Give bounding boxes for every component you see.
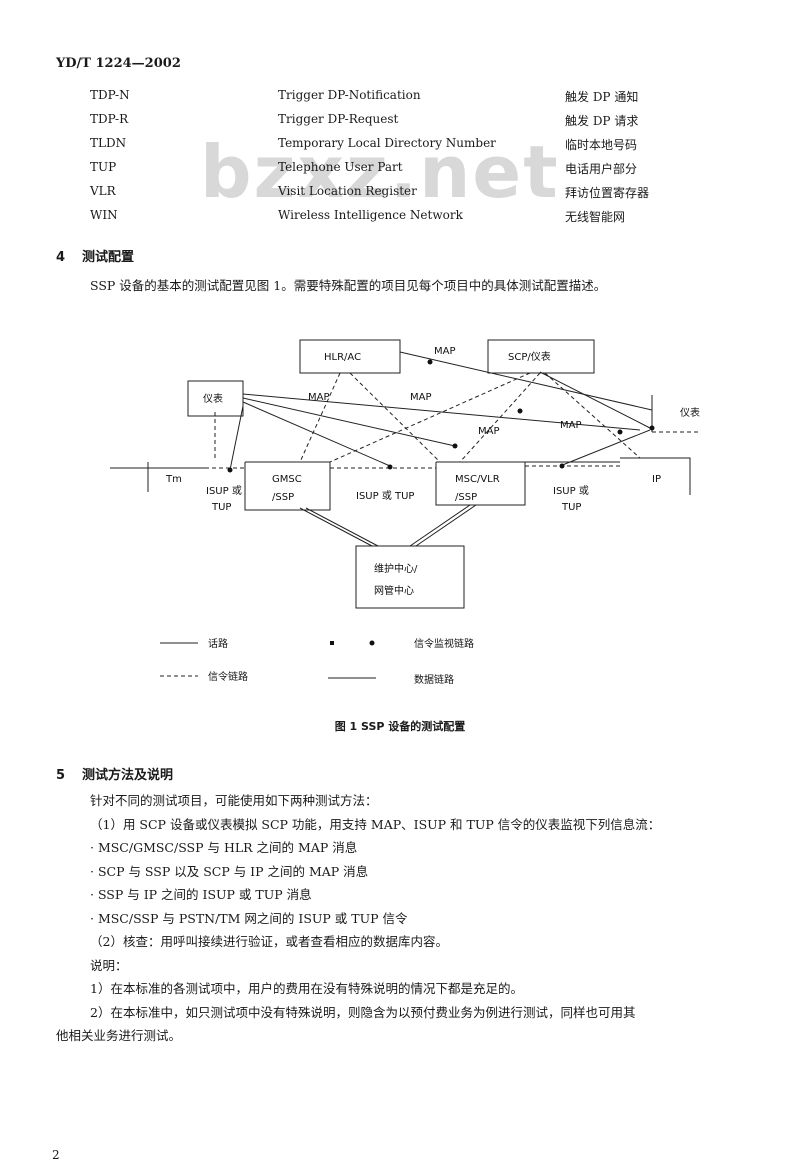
abbr-english: Telephone User Part xyxy=(278,160,403,174)
body-line: · MSC/SSP 与 PSTN/TM 网之间的 ISUP 或 TUP 信令 xyxy=(90,910,408,926)
legend-data-label: 数据链路 xyxy=(414,673,454,686)
body-line: 1）在本标准的各测试项中，用户的费用在没有特殊说明的情况下都是充足的。 xyxy=(90,981,523,996)
abbr-english: Trigger DP-Request xyxy=(278,112,399,126)
scp-label: SCP/仪表 xyxy=(508,350,551,363)
legend-signal-link-label: 信令链路 xyxy=(208,670,248,683)
abbr-chinese: 临时本地号码 xyxy=(565,138,638,152)
abbr-term: VLR xyxy=(90,184,116,198)
section-title: 测试配置 xyxy=(82,250,135,265)
document-header: YD/T 1224—2002 xyxy=(56,56,181,71)
abbr-chinese: 拜访位置寄存器 xyxy=(565,186,650,200)
msc-label: MSC/VLR xyxy=(455,474,500,485)
abbreviation-row: TUP Telephone User Part 电话用户部分 xyxy=(0,160,800,183)
map-label: MAP xyxy=(410,392,432,403)
meter-right-label: 仪表 xyxy=(680,406,700,419)
body-line: · MSC/GMSC/SSP 与 HLR 之间的 MAP 消息 xyxy=(90,840,358,855)
map-label: MAP xyxy=(434,346,456,357)
hlr-label: HLR/AC xyxy=(324,352,361,363)
abbreviation-row: WIN Wireless Intelligence Network 无线智能网 xyxy=(0,208,800,231)
abbr-chinese: 无线智能网 xyxy=(565,210,626,224)
ip-box xyxy=(620,457,691,495)
msc-box xyxy=(435,462,526,506)
section-title: 测试方法及说明 xyxy=(82,768,174,783)
section-number: 5 xyxy=(56,768,66,783)
map-label: MAP xyxy=(560,420,582,431)
gmsc-box xyxy=(244,462,331,511)
body-line: · SCP 与 SSP 以及 SCP 与 IP 之间的 MAP 消息 xyxy=(90,863,369,879)
isup-tup-label: ISUP 或 TUP xyxy=(356,490,414,502)
legend-speech-label: 话路 xyxy=(208,637,228,650)
abbr-english: Wireless Intelligence Network xyxy=(278,208,463,222)
legend-monitor-label: 信令监视链路 xyxy=(414,637,474,650)
page-number: 2 xyxy=(52,1148,60,1162)
abbr-term: TUP xyxy=(90,160,117,174)
mgmt-label: 维护中心/ xyxy=(374,562,418,575)
abbreviation-row: TDP-N Trigger DP-Notification 触发 DP 通知 xyxy=(0,88,800,111)
abbr-english: Temporary Local Directory Number xyxy=(278,136,496,150)
body-line: （1）用 SCP 设备或仪表模拟 SCP 功能，用支持 MAP、ISUP 和 T… xyxy=(90,816,661,832)
isup-tup-label: TUP xyxy=(211,502,231,513)
abbr-english: Visit Location Register xyxy=(278,184,417,198)
abbr-chinese: 电话用户部分 xyxy=(565,162,638,176)
watermark: bzxz.net xyxy=(200,130,560,214)
test-configuration-diagram: HLR/AC SCP/仪表 仪表 仪表 Tm GMSC /SSP MSC/VLR… xyxy=(110,339,700,686)
body-line: 针对不同的测试项目，可能使用如下两种测试方法： xyxy=(90,793,378,808)
gmsc-label: GMSC xyxy=(272,474,302,485)
isup-tup-label: TUP xyxy=(561,502,581,513)
abbr-term: TDP-R xyxy=(90,112,129,126)
map-label: MAP xyxy=(308,392,330,403)
mgmt-label-2: 网管中心 xyxy=(374,584,414,597)
body-line: （2）核查：用呼叫接续进行验证，或者查看相应的数据库内容。 xyxy=(90,934,448,949)
mgmt-box xyxy=(355,545,465,609)
section-4-text: SSP 设备的基本的测试配置见图 1。需要特殊配置的项目见每个项目中的具体测试配… xyxy=(90,278,607,293)
map-label: MAP xyxy=(478,426,500,437)
figure-caption: 图 1 SSP 设备的测试配置 xyxy=(334,720,466,733)
abbreviation-row: VLR Visit Location Register 拜访位置寄存器 xyxy=(0,184,800,207)
msc-label-2: /SSP xyxy=(455,492,477,503)
section-number: 4 xyxy=(56,250,66,265)
body-line: 他相关业务进行测试。 xyxy=(56,1028,182,1043)
abbr-term: WIN xyxy=(90,208,118,222)
gmsc-label-2: /SSP xyxy=(272,492,294,503)
abbr-chinese: 触发 DP 请求 xyxy=(565,114,639,128)
abbr-term: TDP-N xyxy=(90,88,130,102)
body-line: 说明： xyxy=(90,957,128,973)
section-4-heading: 4 测试配置 xyxy=(56,246,134,265)
isup-tup-label: ISUP 或 xyxy=(206,485,242,497)
meter-left-label: 仪表 xyxy=(203,392,223,405)
section-5-heading: 5 测试方法及说明 xyxy=(56,764,173,783)
body-line: · SSP 与 IP 之间的 ISUP 或 TUP 消息 xyxy=(90,887,312,902)
tm-label: Tm xyxy=(165,474,182,485)
abbreviation-row: TLDN Temporary Local Directory Number 临时… xyxy=(0,136,800,159)
body-line: 2）在本标准中，如只测试项中没有特殊说明，则隐含为以预付费业务为例进行测试，同样… xyxy=(90,1004,636,1020)
abbr-chinese: 触发 DP 通知 xyxy=(565,90,639,104)
abbr-term: TLDN xyxy=(90,136,127,150)
abbreviation-row: TDP-R Trigger DP-Request 触发 DP 请求 xyxy=(0,112,800,135)
abbr-english: Trigger DP-Notification xyxy=(278,88,421,102)
ip-label: IP xyxy=(652,474,661,485)
section-5-body: 针对不同的测试项目，可能使用如下两种测试方法： （1）用 SCP 设备或仪表模拟… xyxy=(56,790,790,1049)
isup-tup-label: ISUP 或 xyxy=(553,485,589,497)
